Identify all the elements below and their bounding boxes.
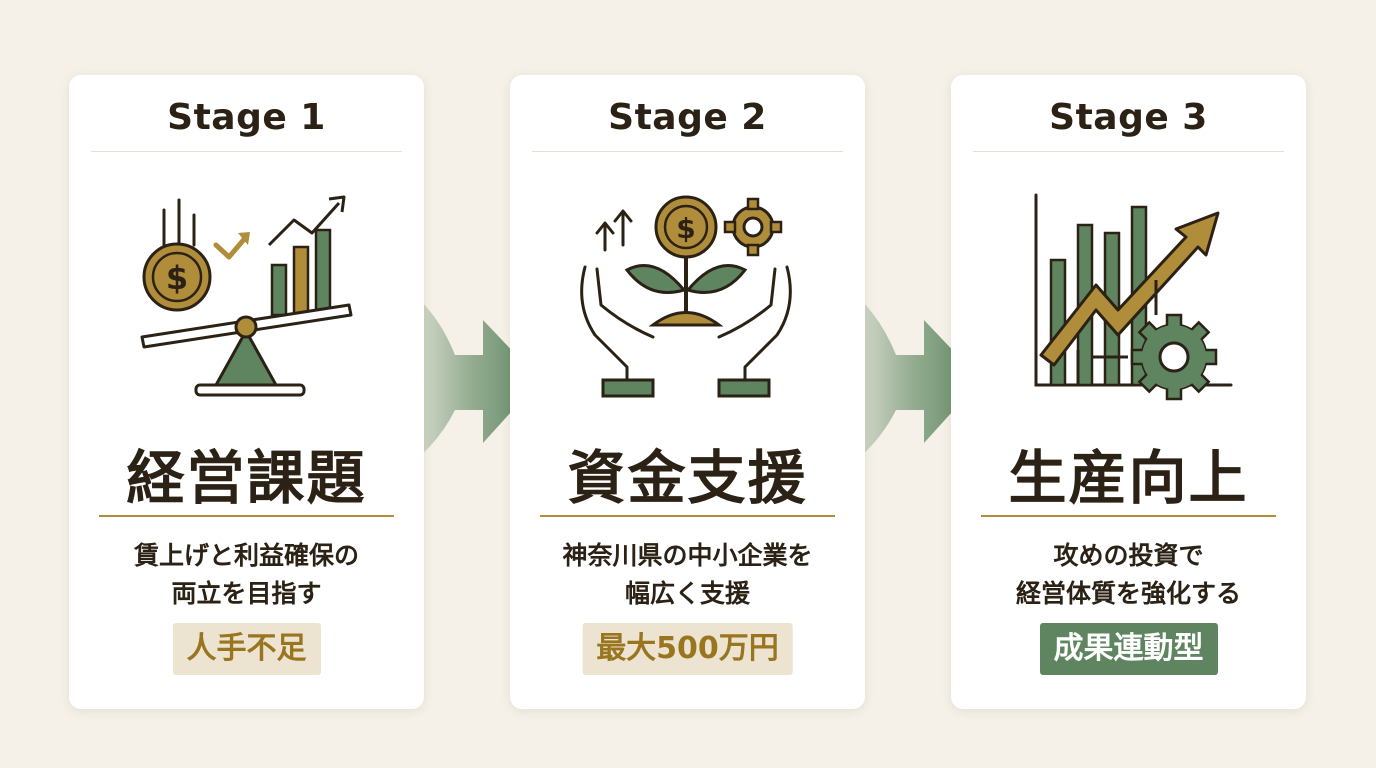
gold-divider [99, 515, 394, 517]
stage-card-2: Stage 2 $ [510, 75, 865, 709]
description-line: 両立を目指す [171, 579, 322, 608]
divider [532, 151, 843, 152]
stage-description: 神奈川県の中小企業を 幅広く支援 [510, 537, 865, 613]
description-line: 幅広く支援 [624, 579, 750, 608]
stage-label: Stage 2 [608, 97, 767, 138]
balance-scale-coin-growth-icon: $ [140, 195, 353, 397]
gold-divider [540, 515, 835, 517]
svg-text:$: $ [676, 212, 695, 245]
stage-description: 賃上げと利益確保の 両立を目指す [69, 537, 424, 613]
svg-text:$: $ [166, 259, 188, 297]
hands-plant-coin-gear-icon: $ [580, 195, 792, 398]
stage-badge: 人手不足 [172, 623, 321, 675]
stage-card-1: Stage 1 $ 経営課題 賃上げと利益確保の 両立を目指す 人 [69, 75, 424, 709]
gold-divider [981, 515, 1276, 517]
stage-title: 経営課題 [126, 444, 367, 512]
stage-title: 資金支援 [567, 444, 808, 512]
stage-badge: 成果連動型 [1039, 623, 1218, 675]
description-line: 賃上げと利益確保の [133, 541, 359, 570]
divider [91, 151, 402, 152]
description-line: 攻めの投資で [1053, 541, 1204, 570]
stage-label: Stage 1 [167, 97, 326, 138]
stage-description: 攻めの投資で 経営体質を強化する [951, 537, 1306, 613]
stage-badge: 最大500万円 [582, 623, 793, 675]
stage-label: Stage 3 [1049, 97, 1208, 138]
description-line: 神奈川県の中小企業を [562, 541, 813, 570]
description-line: 経営体質を強化する [1015, 579, 1241, 608]
growth-chart-gear-icon [1034, 193, 1233, 401]
stage-title: 生産向上 [1008, 444, 1249, 512]
divider [973, 151, 1284, 152]
stage-card-3: Stage 3 [951, 75, 1306, 709]
flow-arrow-icon [395, 280, 540, 475]
flow-arrow-icon [836, 280, 981, 475]
